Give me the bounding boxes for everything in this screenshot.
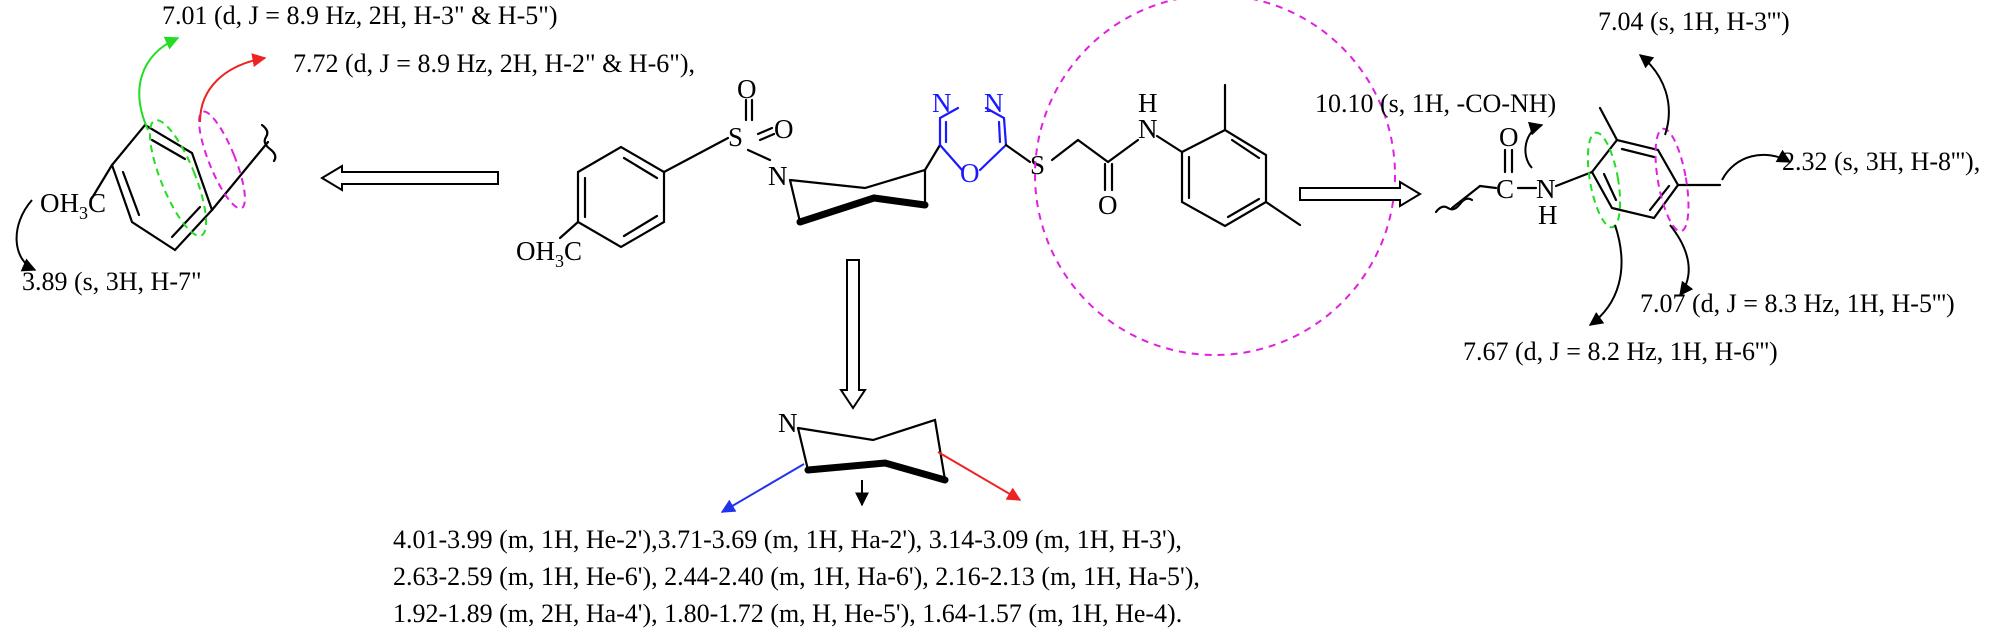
right-ring-double-bond xyxy=(1620,147,1656,159)
dimethylphenyl-amide-fragment: C O N H 7.04 (s, 1H, H-3''') 10.10 (s, 1… xyxy=(1315,7,1980,366)
piperidine-bold-bonds xyxy=(796,194,929,226)
hollow-arrow-left xyxy=(320,164,499,192)
sulfonyl-o-right: O xyxy=(774,114,794,144)
annotation-h3: 7.04 (s, 1H, H-3''') xyxy=(1598,7,1790,36)
left-substituent-bond xyxy=(210,140,270,212)
blue-arrow xyxy=(720,463,805,513)
s-o-bond xyxy=(758,132,776,142)
piperidine-shifts-line2: 2.63-2.59 (m, 1H, He-6'), 2.44-2.40 (m, … xyxy=(393,562,1200,591)
amide-h-right: H xyxy=(1538,200,1558,230)
amide-n: N xyxy=(1138,114,1158,144)
piperidine-fragment: N 4.01-3.99 (m, 1H, He-2'),3.71-3.69 (m,… xyxy=(393,408,1200,628)
bottom-piperidine-bold-bonds xyxy=(804,459,949,484)
annotation-h35-aryl: 7.01 (d, J = 8.9 Hz, 2H, H-3" & H-5") xyxy=(162,1,558,30)
sulfonyl-s: S xyxy=(728,122,743,152)
thioether-s: S xyxy=(1030,150,1045,180)
carbonyl-c: C xyxy=(1496,174,1514,204)
methoxy-label: OH3C xyxy=(40,188,106,223)
annotation-h26-aryl: 7.72 (d, J = 8.9 Hz, 2H, H-2" & H-6"), xyxy=(293,49,695,78)
hollow-arrow-right xyxy=(1299,180,1422,208)
piperidine-chair xyxy=(788,168,927,224)
arrow-h6 xyxy=(1588,224,1623,326)
oxadiazole-ring xyxy=(938,106,1008,172)
left-ring-double-bond xyxy=(150,138,187,161)
carbonyl-o: O xyxy=(1499,122,1519,152)
dm-ring-double-bond xyxy=(1230,138,1261,160)
wavy-attachment-right xyxy=(1434,197,1474,214)
center-methoxy-label: OH3C xyxy=(516,236,582,271)
magenta-highlight-h26 xyxy=(198,110,246,210)
s-n-bond xyxy=(746,148,772,162)
ch2-bond xyxy=(1450,184,1482,210)
dm-ring-double-bond xyxy=(1226,197,1261,219)
left-ring-double-bond xyxy=(121,170,141,217)
bottom-piperidine-n: N xyxy=(778,408,798,438)
oxadiazole-s-bond xyxy=(1004,143,1032,164)
amide-h: H xyxy=(1138,88,1158,118)
s-ch2-bond xyxy=(1050,138,1080,162)
sulfonyl-o-top: O xyxy=(737,74,757,104)
methoxy-bond xyxy=(90,163,114,200)
para-methyl xyxy=(1264,200,1302,227)
annotation-h6: 7.67 (d, J = 8.2 Hz, 1H, H-6''') xyxy=(1463,337,1778,366)
center-ring-double-bond xyxy=(622,156,659,180)
arrow-nh xyxy=(1524,121,1544,169)
oxadiazole-n2: N xyxy=(984,88,1004,118)
right-ring-double-bond xyxy=(1602,172,1618,202)
green-arrow xyxy=(138,36,180,131)
green-highlight-h6 xyxy=(1586,131,1622,229)
aryl-s-bond xyxy=(662,136,730,174)
oxadiazole-n1: N xyxy=(932,88,952,118)
right-ring-double-bond xyxy=(1648,184,1671,212)
amide-o: O xyxy=(1098,190,1118,220)
pip-oxadiazole-bond xyxy=(923,143,942,172)
piperidine-shifts-line1: 4.01-3.99 (m, 1H, He-2'),3.71-3.69 (m, 1… xyxy=(393,525,1182,554)
annotation-amide-nh: 10.10 (s, 1H, -CO-NH) xyxy=(1315,89,1556,118)
oxadiazole-o: O xyxy=(960,158,980,188)
left-benzene-ring xyxy=(110,123,214,252)
wavy-attachment xyxy=(260,123,277,163)
magenta-highlight-h3h5 xyxy=(1654,127,1690,233)
dimethylphenyl-ring xyxy=(1180,128,1268,228)
amide-n-right: N xyxy=(1536,174,1556,204)
hollow-arrow-down xyxy=(839,259,867,410)
center-benzene-ring xyxy=(576,145,666,249)
ch2-co-bond xyxy=(1076,138,1110,164)
annotation-ch3-8: 2.32 (s, 3H, H-8'''), xyxy=(1782,147,1980,176)
red-arrow xyxy=(199,53,267,123)
arrow-h3 xyxy=(1638,54,1670,136)
left-ring-double-bond xyxy=(170,205,202,239)
magenta-highlight-circle xyxy=(1034,0,1396,356)
s-o-bond xyxy=(756,126,774,136)
co-nh-bond xyxy=(1106,138,1140,164)
methoxyphenyl-fragment: OH3C 7.01 (d, J = 8.9 Hz, 2H, H-3" & H-5… xyxy=(15,1,695,296)
piperidine-shifts-line3: 1.92-1.89 (m, 2H, Ha-4'), 1.80-1.72 (m, … xyxy=(393,599,1182,628)
n-aryl-bond xyxy=(1155,134,1184,154)
annotation-h5: 7.07 (d, J = 8.3 Hz, 1H, H-5''') xyxy=(1640,289,1955,318)
methoxy-arrow xyxy=(15,199,37,272)
center-ring-double-bond xyxy=(622,214,659,238)
center-molecule: OH3C S O O N N N O S O N H xyxy=(516,0,1396,356)
center-methoxy-bond xyxy=(558,220,580,240)
red-arrow-piperidine xyxy=(937,451,1022,501)
arrow-h5 xyxy=(1669,224,1694,297)
arrow-ch3 xyxy=(1721,149,1792,181)
ortho-methyl-right xyxy=(1598,106,1619,142)
c-c-bond xyxy=(1478,184,1498,190)
green-highlight-h35 xyxy=(148,119,208,237)
piperidine-n: N xyxy=(768,161,788,191)
n-aryl-bond-right xyxy=(1554,170,1594,188)
oxadiazole-double-bond xyxy=(997,120,1002,144)
annotation-och3: 3.89 (s, 3H, H-7" xyxy=(22,267,202,296)
